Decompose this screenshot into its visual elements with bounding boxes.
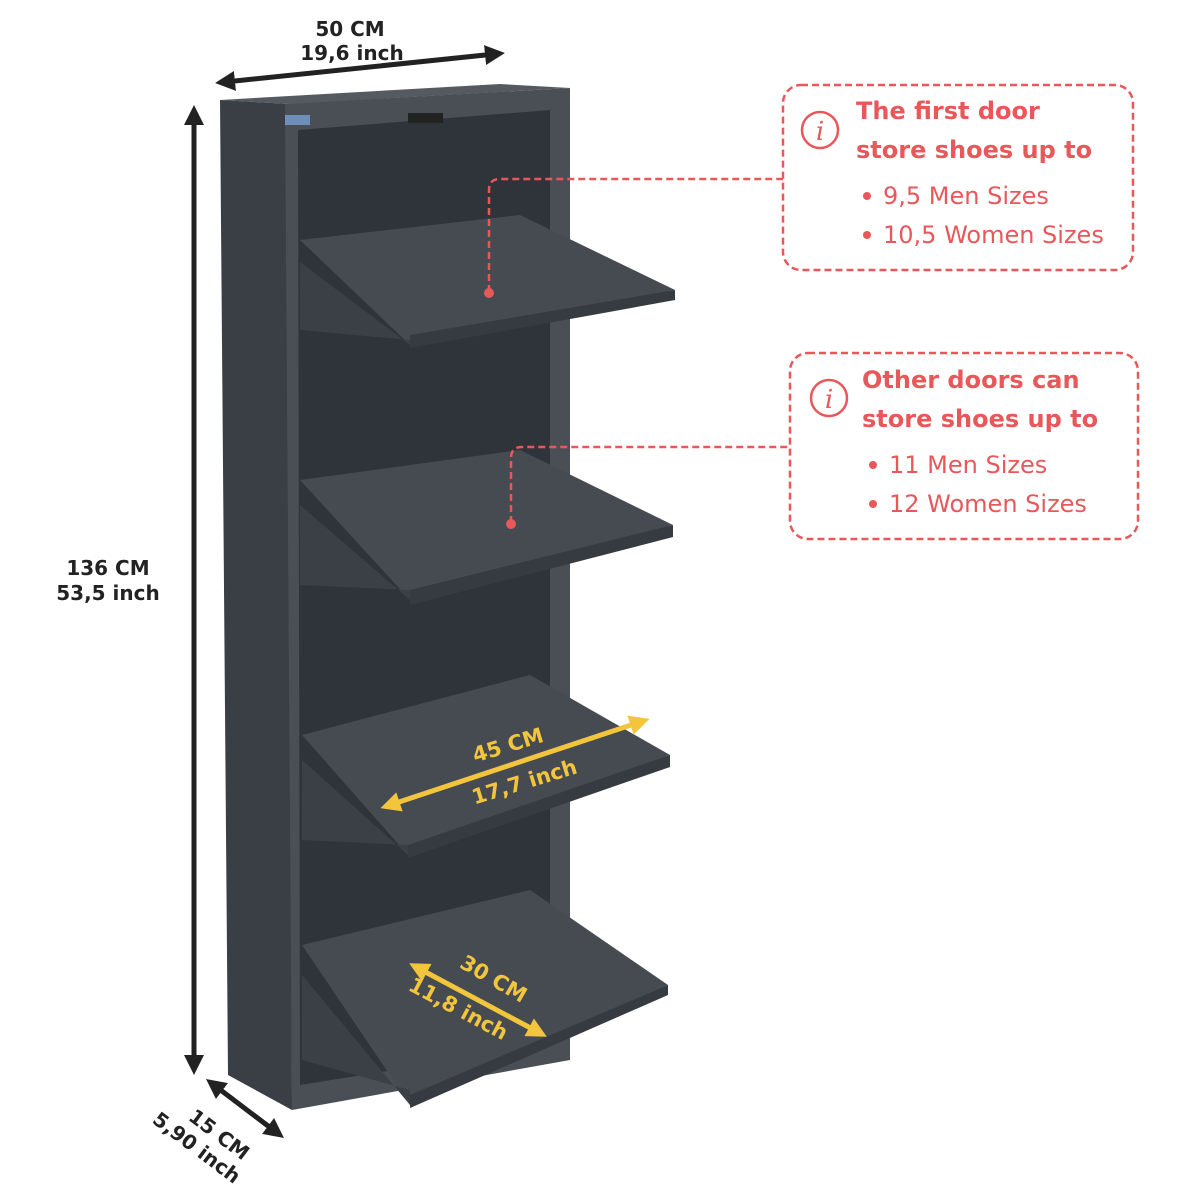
info-item: 12 Women Sizes [889, 490, 1087, 518]
info-icon: i [809, 378, 849, 418]
info-item: 10,5 Women Sizes [883, 221, 1104, 249]
info-box-first-door: i The first door store shoes up to 9,5 M… [484, 83, 1135, 298]
height-inch-label: 53,5 inch [56, 581, 160, 605]
brand-logo [285, 115, 310, 125]
info-title-line2: store shoes up to [862, 405, 1098, 433]
leader-line [487, 177, 783, 292]
depth-dimension-arrow [206, 1078, 284, 1139]
cabinet-left-side [220, 100, 292, 1110]
width-cm-label: 50 CM [315, 17, 384, 41]
svg-text:i: i [816, 117, 824, 147]
leader-line [509, 445, 790, 523]
info-title-line1: The first door [856, 97, 1040, 125]
info-item: 11 Men Sizes [889, 451, 1047, 479]
height-cm-label: 136 CM [66, 556, 149, 580]
tray-2 [300, 450, 673, 605]
vent-icon [408, 113, 443, 123]
tray-depth-arrow [409, 963, 547, 1037]
svg-text:i: i [825, 385, 833, 415]
info-title-line2: store shoes up to [856, 136, 1092, 164]
info-title-line1: Other doors can [862, 366, 1080, 394]
info-box-other-doors: i Other doors can store shoes up to 11 M… [506, 351, 1140, 541]
info-item: 9,5 Men Sizes [883, 182, 1049, 210]
info-icon: i [800, 110, 840, 150]
width-inch-label: 19,6 inch [300, 41, 404, 65]
width-dimension-arrow [215, 45, 505, 91]
tray-1 [300, 215, 675, 348]
tray-width-arrow [380, 715, 650, 812]
